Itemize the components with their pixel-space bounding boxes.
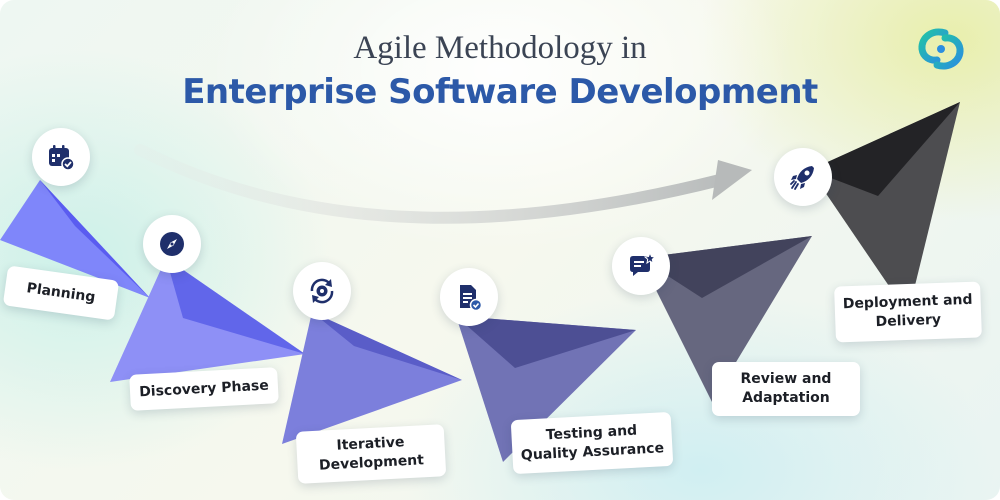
step-6-icon-badge bbox=[774, 148, 832, 206]
step-2-plane bbox=[110, 258, 305, 382]
step-6-plane bbox=[810, 102, 960, 314]
step-3-icon-badge bbox=[293, 262, 351, 320]
title-line-2: Enterprise Software Development bbox=[182, 72, 818, 112]
compass-icon bbox=[160, 232, 184, 256]
step-3-plane bbox=[282, 312, 462, 444]
step-4-icon-badge bbox=[440, 268, 498, 326]
progress-arrow bbox=[134, 144, 726, 224]
rocket-icon bbox=[790, 166, 814, 190]
checklist-document-icon bbox=[460, 285, 483, 312]
title-line-1: Agile Methodology in bbox=[353, 30, 647, 66]
step-4-plane bbox=[456, 316, 636, 462]
step-5-plane bbox=[640, 236, 812, 402]
gear-cycle-icon bbox=[310, 278, 334, 304]
step-3-label: Iterative Development bbox=[295, 424, 447, 484]
brand-logo-icon bbox=[918, 28, 964, 70]
progress-arrowhead bbox=[712, 160, 752, 200]
step-1-plane bbox=[0, 180, 150, 298]
step-4-label: Testing and Quality Assurance bbox=[510, 411, 674, 475]
step-5-label: Review and Adaptation bbox=[712, 362, 860, 416]
calendar-check-icon bbox=[49, 145, 75, 171]
step-6-label: Deployment and Delivery bbox=[834, 281, 982, 343]
chat-star-icon bbox=[630, 251, 656, 276]
step-2-icon-badge bbox=[143, 215, 201, 273]
step-1-icon-badge bbox=[32, 128, 90, 186]
step-5-icon-badge bbox=[612, 237, 670, 295]
